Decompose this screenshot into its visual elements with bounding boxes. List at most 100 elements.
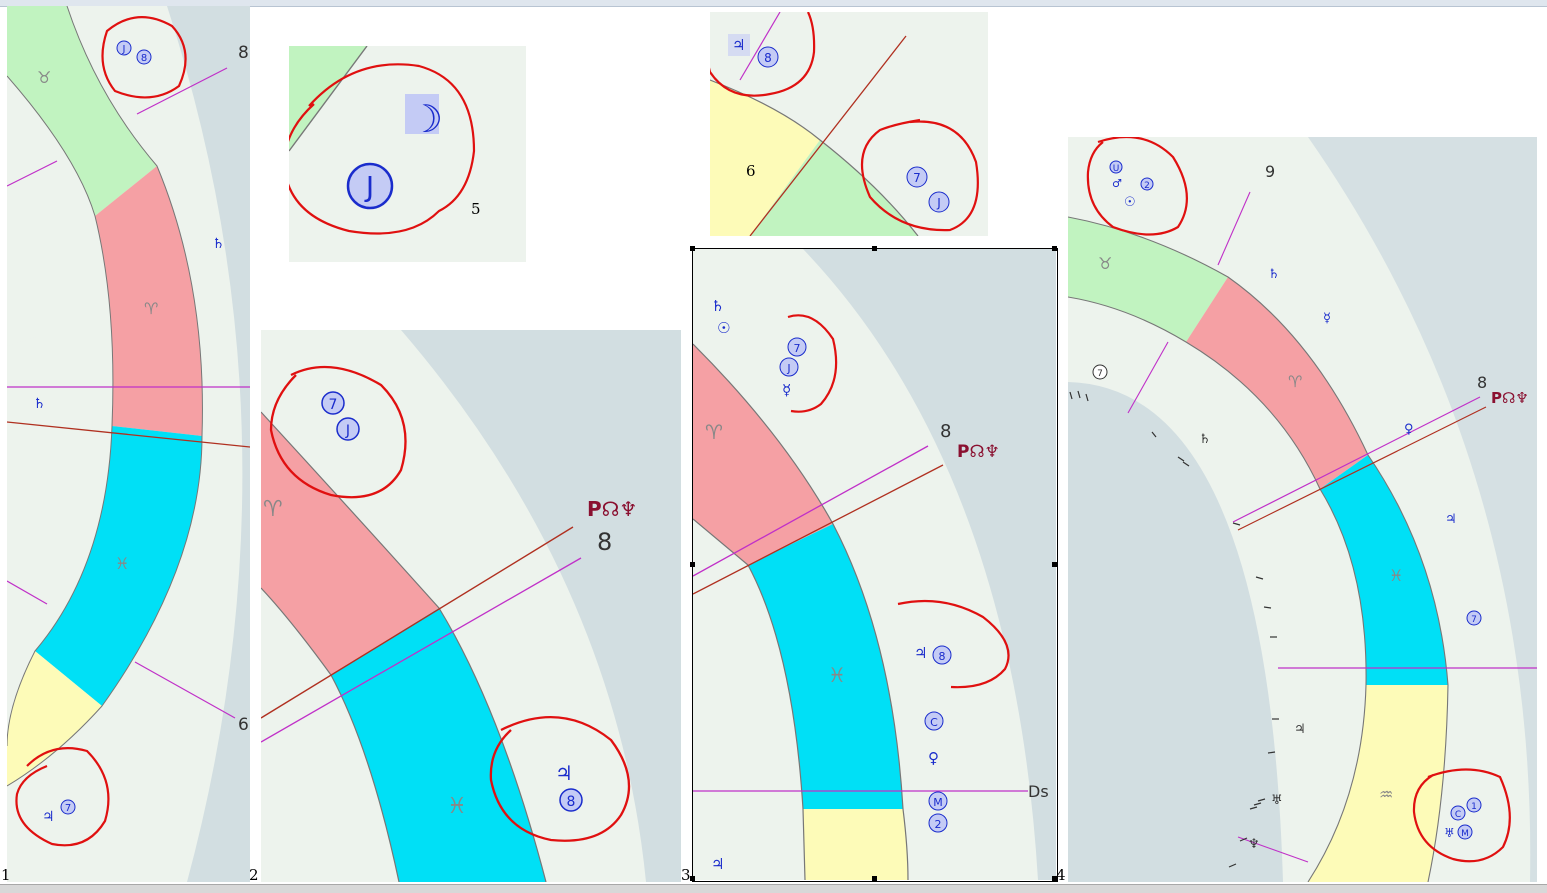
circled-2-icon: 2 [1140,177,1154,191]
saturn-glyph: ♄ [212,236,225,252]
aquarius-glyph: ♒ [1379,785,1393,804]
svg-text:2: 2 [1144,181,1150,191]
chart-panel-1: ♉ ♈ ♓ 8 6 ♄ ♄ J 8 ♃ 7 [7,6,250,882]
saturn-glyph: ♄ [711,297,724,315]
circled-c-icon: C [1450,805,1466,821]
taurus-glyph: ♉ [1098,254,1112,273]
pisces-glyph: ♓ [447,794,467,819]
red-annotation-circle [101,16,187,99]
jupiter-glyph: ♃ [1445,512,1457,527]
red-annotation-circle [1086,137,1188,236]
svg-text:C: C [930,716,938,729]
jupiter-glyph: ♃ [555,761,573,785]
svg-text:U: U [1113,164,1120,174]
svg-text:8: 8 [567,794,576,810]
red-annotation-circle [787,314,838,413]
circled-7-icon: 7 [60,799,76,815]
red-annotation-circle [1412,768,1511,863]
circled-8-icon: 8 [559,788,583,812]
house-number-8: 8 [1477,373,1487,392]
resize-handle[interactable] [1052,876,1057,881]
venus-glyph: ♀ [1404,422,1414,437]
mercury-glyph: ☿ [782,381,791,399]
sun-glyph: ☉ [1124,195,1136,210]
uranus-glyph: ♅ [1271,793,1283,808]
pisces-glyph: ♓ [1389,566,1403,585]
circled-j-icon: J [116,40,132,56]
pluto-node-cluster: P☊♆ [1491,389,1529,407]
jupiter-glyph: ♃ [914,644,927,662]
pisces-glyph: ♓ [115,554,129,573]
house-number-8: 8 [940,421,951,442]
saturn-glyph: ♄ [1268,267,1280,282]
saturn-glyph: ♄ [1199,432,1211,447]
house-number-8: 8 [238,43,249,63]
panel-index-1: 1 [1,866,11,884]
resize-handle[interactable] [1052,562,1057,567]
red-annotation-circle [269,365,407,499]
taurus-glyph: ♉ [37,68,51,87]
resize-handle[interactable] [690,876,695,881]
red-annotation-circle [489,716,631,842]
circled-m-icon: M [928,791,948,811]
svg-text:M: M [1461,829,1469,839]
saturn-glyph: ♄ [33,396,46,412]
resize-handle[interactable] [690,562,695,567]
red-annotation-circle [897,599,1010,689]
resize-handle[interactable] [1052,246,1057,251]
svg-text:J: J [364,170,374,203]
svg-text:J: J [122,44,126,55]
circled-j-icon: J [779,357,799,377]
panel-index-4: 4 [1056,866,1066,884]
uranus-glyph: ♅ [1444,826,1455,840]
house-number-6: 6 [238,715,249,735]
top-ruler [0,0,1547,7]
svg-text:1: 1 [1471,802,1477,812]
resize-handle[interactable] [690,246,695,251]
jupiter-glyph: ♃ [732,36,745,54]
circled-7-icon: 7 [1092,364,1108,380]
circled-j-icon: J [346,162,394,210]
resize-handle[interactable] [872,876,877,881]
svg-text:7: 7 [1471,615,1477,625]
pisces-glyph: ♓ [828,663,846,687]
aries-glyph: ♈ [705,420,723,444]
bottom-strip [0,884,1547,893]
jupiter-glyph: ♃ [42,809,55,825]
aries-glyph: ♈ [263,497,283,522]
circled-8-icon: 8 [932,645,952,665]
chart-panel-6: ♃ 8 7 J [710,12,988,236]
resize-handle[interactable] [872,246,877,251]
chart-panel-3: Ds ♈ ♓ 8 P☊♆ ♄ ☉ 7 J ☿ ♃ 8 C ♀ M 2 ♃ [693,249,1056,880]
svg-text:J: J [786,362,790,375]
circled-m-icon: M [1457,824,1473,840]
panel-index-2: 2 [249,866,259,884]
red-annotation-circle [710,12,816,97]
house-number-8: 8 [597,528,612,556]
circled-1-icon: 1 [1466,797,1482,813]
circled-c-icon: C [924,711,944,731]
red-annotation-circle [15,747,110,847]
circled-8-icon: 8 [136,49,152,65]
svg-text:J: J [345,423,350,439]
circled-j-icon: J [336,417,360,441]
mars-glyph: ♂ [1112,177,1122,190]
moon-glyph: ☽ [409,97,443,141]
chart-panel-5: ☽ J [289,46,526,262]
circled-7-icon: 7 [1466,610,1482,626]
aries-glyph: ♈ [144,299,158,318]
mercury-glyph: ☿ [1323,311,1331,326]
neptune-glyph: ♆ [1248,837,1260,852]
svg-text:7: 7 [913,171,921,185]
sun-glyph: ☉ [717,319,730,337]
svg-text:C: C [1455,810,1461,820]
red-annotation-circle [860,118,979,232]
svg-text:M: M [933,796,943,809]
panel-index-5: 5 [471,200,481,218]
svg-text:7: 7 [65,803,71,814]
circled-u-icon: U [1109,160,1123,174]
red-annotation-circle [289,63,476,235]
svg-text:8: 8 [939,650,946,663]
house-number-9: 9 [1265,162,1275,181]
tick-marks [1069,390,1279,868]
